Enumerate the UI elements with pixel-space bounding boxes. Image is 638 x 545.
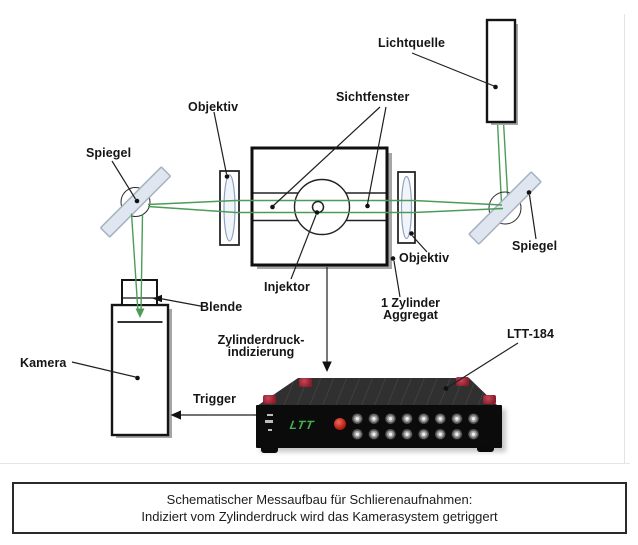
bnc-connector-grid bbox=[349, 411, 483, 442]
pressure-arrowhead bbox=[322, 361, 332, 372]
aperture-box bbox=[121, 279, 158, 306]
ltt-logo: LTT bbox=[288, 418, 316, 432]
front-marking bbox=[265, 420, 273, 423]
label-trigger: Trigger bbox=[193, 392, 237, 406]
caption-line2: Indiziert vom Zylinderdruck wird das Kam… bbox=[141, 509, 498, 524]
callout-lines bbox=[71, 52, 537, 416]
label-injektor: Injektor bbox=[264, 280, 310, 294]
injector-circle bbox=[311, 200, 325, 214]
device-corner-bumper bbox=[483, 395, 496, 404]
light-beam-mirror-to-camera bbox=[130, 213, 144, 313]
page-border-horizontal-line bbox=[0, 463, 630, 464]
device-foot bbox=[477, 446, 494, 452]
label-zylinder-aggregat-line1: 1 Zylinder bbox=[380, 296, 441, 310]
label-objektiv-left: Objektiv bbox=[188, 100, 239, 114]
label-zylinder-aggregat: 1 Zylinder Aggregat bbox=[369, 296, 452, 322]
front-marking bbox=[267, 414, 273, 416]
camera-box bbox=[110, 279, 172, 438]
label-zylinderdruck-line1: Zylinderdruck- bbox=[217, 333, 305, 347]
device-foot bbox=[261, 447, 278, 453]
objective-lens-right bbox=[397, 171, 416, 244]
label-zylinderdruck-line2: indizierung bbox=[227, 345, 295, 359]
objective-lens-left bbox=[219, 170, 240, 246]
label-spiegel-right: Spiegel bbox=[512, 239, 558, 253]
device-front-panel: LTT bbox=[256, 405, 502, 448]
label-objektiv-right: Objektiv bbox=[399, 251, 450, 265]
label-blende: Blende bbox=[200, 300, 243, 314]
label-sichtfenster: Sichtfenster bbox=[336, 90, 410, 104]
mirror-left bbox=[100, 166, 171, 238]
front-marking bbox=[268, 429, 272, 431]
cylinder-window-circle bbox=[293, 178, 351, 236]
device-corner-bumper bbox=[263, 395, 276, 404]
cylinder-aggregate-box bbox=[250, 146, 392, 269]
device-red-button bbox=[334, 418, 346, 430]
device-corner-bumper bbox=[299, 378, 312, 387]
callout-dots bbox=[134, 84, 532, 391]
ltt184-device-photo: LTT bbox=[256, 377, 503, 454]
label-lichtquelle: Lichtquelle bbox=[378, 36, 446, 50]
page-border-vertical-line bbox=[624, 14, 625, 463]
label-ltt184: LTT-184 bbox=[507, 327, 555, 341]
label-zylinder-aggregat-line2: Aggregat bbox=[383, 308, 438, 322]
label-zylinderdruck-indizierung: Zylinderdruck- indizierung bbox=[211, 333, 311, 359]
beam-arrowhead bbox=[135, 308, 145, 318]
light-source-box bbox=[485, 18, 518, 125]
light-beam-source-to-mirror bbox=[496, 121, 509, 205]
trigger-arrowhead bbox=[170, 410, 181, 420]
mirror-mount-arc bbox=[120, 187, 151, 217]
label-kamera: Kamera bbox=[20, 356, 67, 370]
mirror-right bbox=[468, 171, 542, 245]
mirror-mount-arc bbox=[488, 191, 522, 225]
caption-box: Schematischer Messaufbau für Schlierenau… bbox=[12, 482, 627, 534]
light-beam-horizontal bbox=[147, 199, 504, 214]
caption-line1: Schematischer Messaufbau für Schlierenau… bbox=[166, 492, 473, 507]
label-spiegel-left: Spiegel bbox=[86, 146, 132, 160]
device-corner-bumper bbox=[456, 377, 469, 386]
blende-arrowhead bbox=[152, 294, 162, 303]
